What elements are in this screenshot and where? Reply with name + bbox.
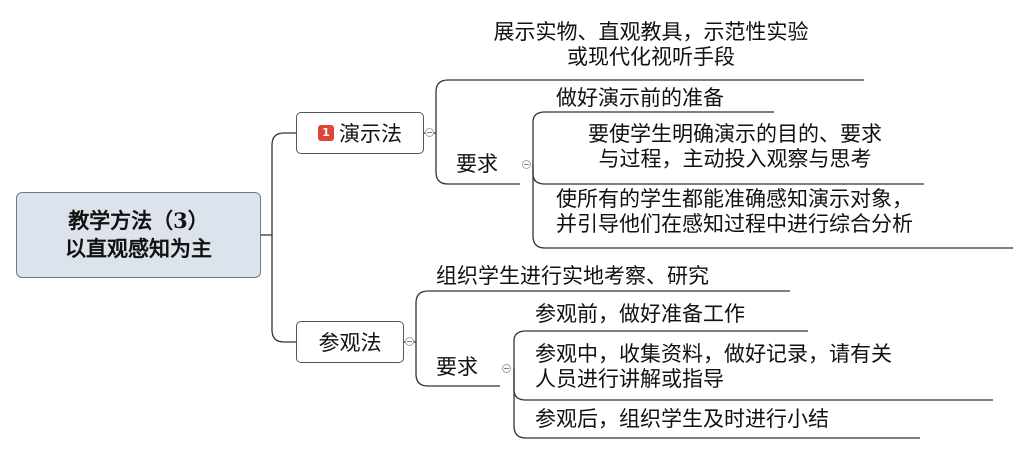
central-topic[interactable]: 教学方法（3） 以直观感知为主 — [16, 192, 261, 278]
collapse-toggle-icon[interactable] — [502, 364, 511, 373]
subtopic-label: 要求 — [456, 152, 498, 176]
branch-topic-demonstration[interactable]: 1 演示法 — [296, 112, 424, 154]
requirement-item[interactable]: 做好演示前的准备 — [556, 86, 724, 110]
subtopic-visit-content[interactable]: 组织学生进行实地考察、研究 — [436, 264, 709, 288]
requirement-item[interactable]: 要使学生明确演示的目的、要求 与过程，主动投入观察与思考 — [588, 122, 882, 171]
subtopic-demo-content: 展示实物、直观教具，示范性实验 或现代化视听手段 — [446, 20, 856, 70]
branch-topic-label: 参观法 — [318, 331, 382, 355]
requirement-item[interactable]: 参观前，做好准备工作 — [535, 302, 745, 326]
subtopic-label: 要求 — [436, 355, 478, 379]
subtopic-visit-requirements[interactable]: 要求 — [436, 355, 478, 380]
subtopic-text: 展示实物、直观教具，示范性实验 或现代化视听手段 — [493, 20, 809, 69]
collapse-toggle-icon[interactable] — [522, 160, 531, 169]
requirement-item[interactable]: 使所有的学生都能准确感知演示对象， 并引导他们在感知过程中进行综合分析 — [556, 187, 913, 236]
branch-topic-label: 演示法 — [339, 122, 402, 146]
subtopic-demo-requirements[interactable]: 要求 — [456, 152, 498, 177]
central-topic-line2: 以直观感知为主 — [65, 236, 212, 261]
branch-topic-field-visit[interactable]: 参观法 — [296, 321, 404, 363]
requirement-item[interactable]: 参观中，收集资料，做好记录，请有关 人员进行讲解或指导 — [535, 342, 892, 391]
requirement-item[interactable]: 参观后，组织学生及时进行小结 — [535, 407, 829, 431]
collapse-toggle-icon[interactable] — [405, 337, 414, 346]
priority-1-icon: 1 — [318, 125, 334, 141]
collapse-toggle-icon[interactable] — [425, 128, 434, 137]
central-topic-line1: 教学方法（3） — [68, 208, 209, 233]
